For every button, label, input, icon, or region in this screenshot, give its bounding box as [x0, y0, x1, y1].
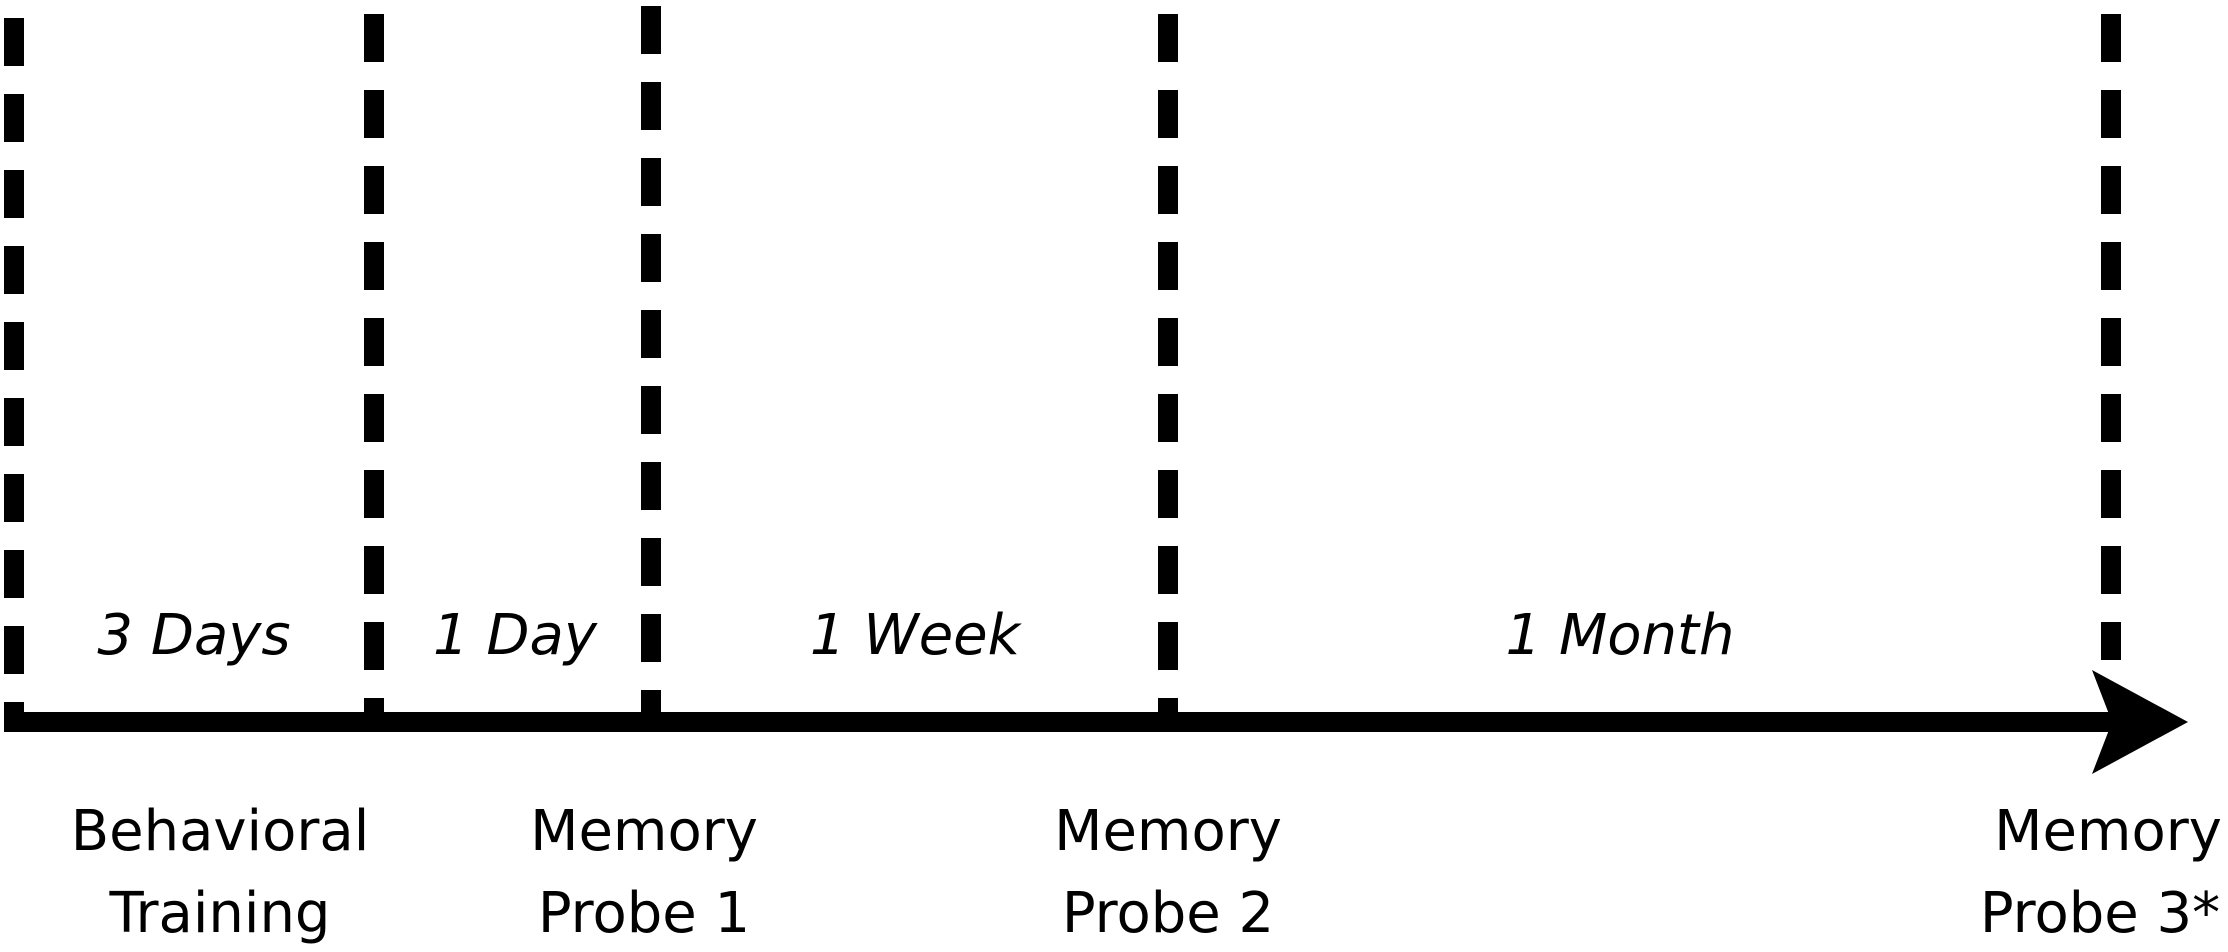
interval-label-probe-1-delay: 1 Day [433, 603, 598, 668]
interval-labels: 3 Days 1 Day 1 Week 1 Month [97, 603, 1734, 668]
event-label-line-2: Training [109, 881, 331, 946]
event-label-line-1: Memory [530, 799, 758, 864]
event-label-line-2: Probe 1 [538, 881, 750, 946]
time-axis [4, 670, 2188, 774]
event-label-line-1: Memory [1994, 799, 2222, 864]
event-label-line-1: Memory [1054, 799, 1282, 864]
interval-label-probe-2-delay: 1 Week [810, 603, 1023, 668]
interval-label-probe-3-delay: 1 Month [1506, 603, 1735, 668]
event-label-probe-2: Memory Probe 2 [1054, 799, 1282, 946]
interval-label-training: 3 Days [97, 603, 290, 668]
event-label-probe-1: Memory Probe 1 [530, 799, 758, 946]
event-label-probe-3: Memory Probe 3* [1980, 799, 2222, 946]
timepoint-markers [4, 6, 2121, 722]
event-label-line-2: Probe 3* [1980, 881, 2220, 946]
event-label-line-2: Probe 2 [1062, 881, 1274, 946]
event-labels: Behavioral Training Memory Probe 1 Memor… [71, 799, 2222, 946]
time-axis-arrowhead [2092, 670, 2188, 774]
event-label-line-1: Behavioral [71, 799, 370, 864]
event-label-training: Behavioral Training [71, 799, 370, 946]
